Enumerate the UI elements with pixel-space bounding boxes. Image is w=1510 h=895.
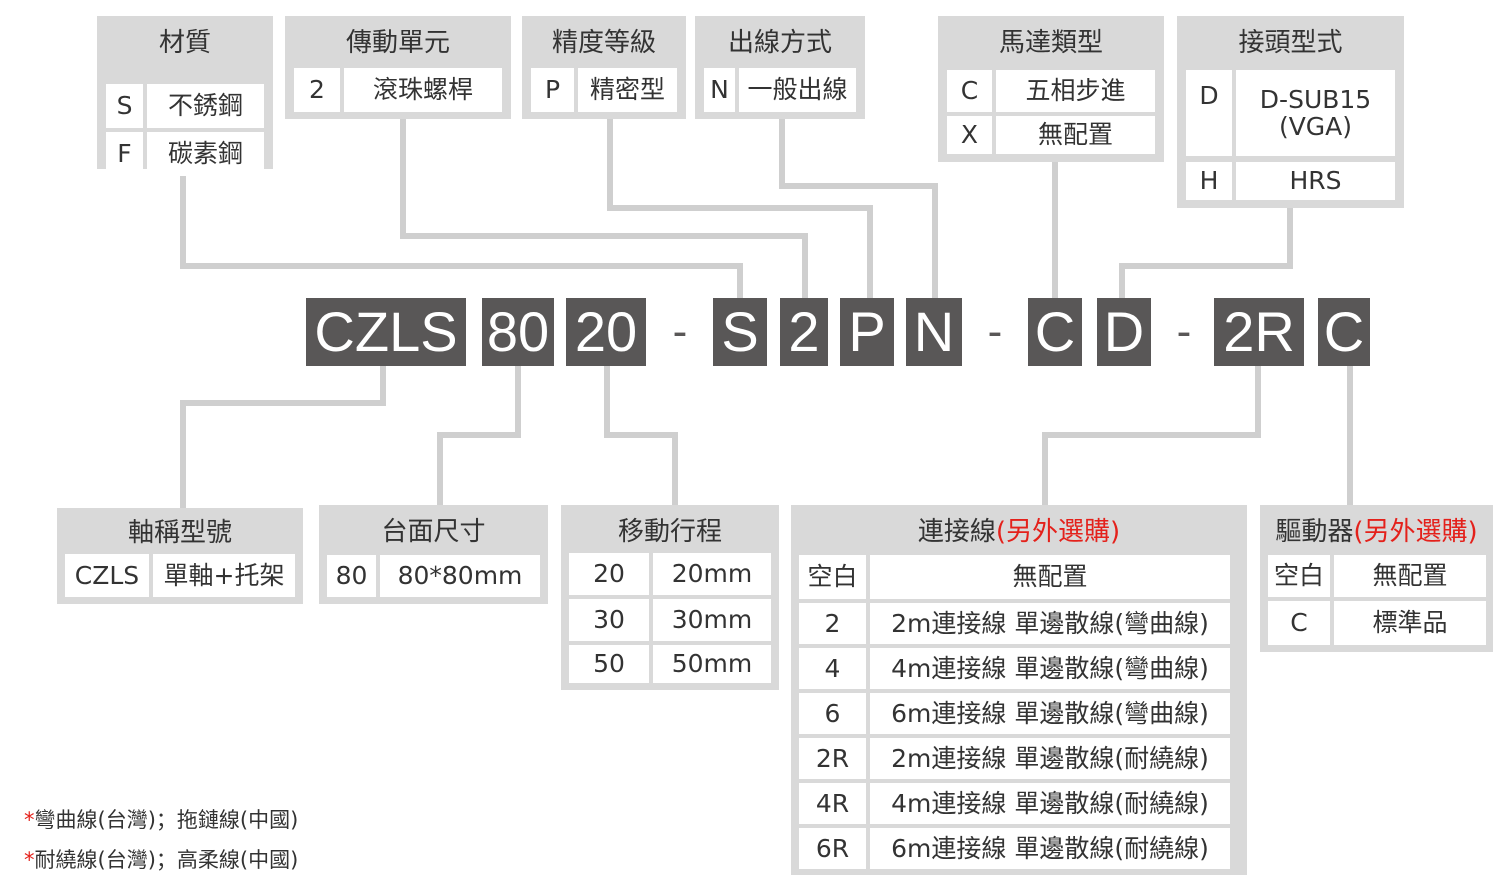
cable-title: 連接線(另外選購) [791, 519, 1247, 545]
wiring-desc: 一般出線 [739, 68, 856, 112]
material-desc: 不銹鋼 [147, 84, 264, 128]
code-material: S [713, 298, 767, 366]
note-text: 彎曲線(台灣)；拖鏈線(中國) [34, 808, 299, 832]
driver-title-text: 驅動器 [1275, 517, 1354, 547]
code-dash: - [1176, 307, 1192, 356]
code-series: CZLS [306, 298, 466, 366]
cable-desc: 2m連接線 單邊散線(耐繞線) [870, 738, 1230, 779]
cable-box: 連接線(另外選購) 空白 無配置 2 2m連接線 單邊散線(彎曲線) 4 4m連… [791, 505, 1247, 875]
driver-code: C [1268, 601, 1330, 645]
material-desc: 碳素鋼 [147, 132, 264, 176]
cable-code: 2 [799, 603, 866, 644]
precision-box: 精度等級 P 精密型 [522, 16, 686, 119]
table-size-desc: 80*80mm [380, 555, 540, 597]
motor-code: C [947, 70, 992, 112]
code-driver: C [1318, 298, 1370, 366]
stroke-code: 20 [569, 553, 649, 595]
motor-code: X [947, 116, 992, 154]
connector-desc: HRS [1236, 162, 1395, 200]
stroke-box: 移動行程 20 20mm 30 30mm 50 50mm [561, 505, 779, 690]
cable-desc: 2m連接線 單邊散線(彎曲線) [870, 603, 1230, 644]
cable-desc: 4m連接線 單邊散線(彎曲線) [870, 648, 1230, 689]
code-cable: 2R [1214, 298, 1304, 366]
motor-title: 馬達類型 [998, 28, 1103, 58]
drive-unit-code: 2 [294, 68, 340, 112]
cable-code: 4 [799, 648, 866, 689]
cable-code: 6R [799, 828, 866, 869]
note-star: * [24, 808, 35, 832]
code-drive-unit: 2 [780, 298, 828, 366]
drive-unit-title: 傳動單元 [345, 28, 450, 58]
material-box: 材質 S 不銹鋼 F 碳素鋼 [97, 16, 273, 176]
code-dash: - [672, 307, 688, 356]
cable-desc: 4m連接線 單邊散線(耐繞線) [870, 783, 1230, 824]
precision-desc: 精密型 [578, 68, 677, 112]
cable-code: 2R [799, 738, 866, 779]
axis-model-title: 軸稱型號 [127, 518, 232, 548]
connector-code: H [1186, 162, 1232, 200]
cable-code: 空白 [799, 555, 866, 599]
motor-box: 馬達類型 C 五相步進 X 無配置 [938, 16, 1164, 162]
stroke-desc: 20mm [653, 553, 771, 595]
code-precision: P [840, 298, 894, 366]
wiring-code: N [704, 68, 735, 112]
cable-title-note: (另外選購) [995, 517, 1121, 547]
material-title: 材質 [158, 28, 211, 58]
wiring-box: 出線方式 N 一般出線 [695, 16, 865, 119]
driver-desc: 標準品 [1334, 601, 1486, 645]
driver-code: 空白 [1268, 555, 1330, 597]
stroke-code: 30 [569, 599, 649, 641]
connector-code: D [1186, 70, 1232, 156]
code-connector: D [1097, 298, 1151, 366]
connector-desc: D-SUB15 (VGA) [1236, 70, 1395, 156]
stroke-desc: 30mm [653, 599, 771, 641]
code-dash: - [987, 307, 1003, 356]
axis-model-box: 軸稱型號 CZLS 單軸+托架 [57, 508, 303, 604]
precision-code: P [531, 68, 574, 112]
drive-unit-box: 傳動單元 2 滾珠螺桿 [285, 16, 511, 119]
code-size: 80 [482, 298, 554, 366]
note-star: * [24, 848, 35, 872]
material-code: F [106, 132, 143, 176]
drive-unit-desc: 滾珠螺桿 [344, 68, 502, 112]
table-size-title: 台面尺寸 [381, 517, 486, 547]
cable-title-text: 連接線 [917, 517, 996, 547]
note-flex-cable: *耐繞線(台灣)；高柔線(中國) [24, 844, 298, 874]
code-motor: C [1028, 298, 1082, 366]
stroke-desc: 50mm [653, 645, 771, 683]
note-text: 耐繞線(台灣)；高柔線(中國) [34, 848, 299, 872]
note-bend-cable: *彎曲線(台灣)；拖鏈線(中國) [24, 804, 298, 834]
driver-title: 驅動器(另外選購) [1260, 519, 1493, 545]
motor-desc: 五相步進 [996, 70, 1155, 112]
cable-code: 4R [799, 783, 866, 824]
cable-desc: 6m連接線 單邊散線(彎曲線) [870, 693, 1230, 734]
cable-desc: 無配置 [870, 555, 1230, 599]
driver-box: 驅動器(另外選購) 空白 無配置 C 標準品 [1260, 505, 1493, 652]
connector-box: 接頭型式 D D-SUB15 (VGA) H HRS [1177, 16, 1404, 208]
driver-title-note: (另外選購) [1353, 517, 1478, 547]
stroke-title: 移動行程 [617, 517, 722, 547]
code-wiring: N [906, 298, 962, 366]
precision-title: 精度等級 [551, 28, 656, 58]
axis-model-code: CZLS [65, 554, 149, 597]
axis-model-desc: 單軸+托架 [153, 554, 295, 597]
cable-desc: 6m連接線 單邊散線(耐繞線) [870, 828, 1230, 869]
material-code: S [106, 84, 143, 128]
stroke-code: 50 [569, 645, 649, 683]
wiring-title: 出線方式 [727, 28, 832, 58]
motor-desc: 無配置 [996, 116, 1155, 154]
table-size-box: 台面尺寸 80 80*80mm [319, 505, 548, 604]
cable-code: 6 [799, 693, 866, 734]
driver-desc: 無配置 [1334, 555, 1486, 597]
connector-title: 接頭型式 [1238, 28, 1343, 58]
code-stroke: 20 [566, 298, 646, 366]
table-size-code: 80 [327, 555, 376, 597]
